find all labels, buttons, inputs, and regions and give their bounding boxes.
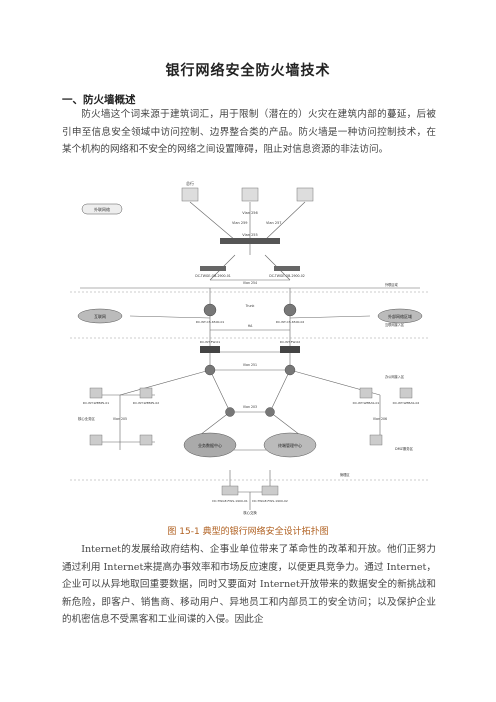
svg-text:Vlan 205: Vlan 205: [113, 417, 127, 421]
svg-text:DC-WT-FW-01: DC-WT-FW-01: [200, 340, 221, 344]
svg-text:DC-TWGE-OB-2900-02: DC-TWGE-OB-2900-02: [269, 274, 305, 278]
router-right: [274, 266, 300, 271]
svg-text:互联网: 互联网: [94, 313, 106, 319]
svg-text:DC-WT-WEBAS-01: DC-WT-WEBAS-01: [353, 401, 380, 405]
body-paragraph: Internet的发展给政府结构、企事业单位带来了革命性的改革和开放。他们正努力…: [62, 544, 436, 625]
svg-text:核心交换: 核心交换: [243, 510, 257, 515]
svg-text:HA: HA: [248, 324, 253, 328]
svg-text:DC-TWGE-OB-2900-01: DC-TWGE-OB-2900-01: [195, 274, 231, 278]
core-switch-left: [203, 303, 217, 317]
svg-text:Vlan 251: Vlan 251: [243, 363, 257, 367]
dist-switch-right: [284, 364, 296, 376]
svg-text:Trunk: Trunk: [245, 304, 255, 308]
intro-paragraph: 防火墙这个词来源于建筑词汇，用于限制（潜在的）火灾在建筑内部的蔓延，后被引申至信…: [62, 109, 436, 155]
top-node-group: 总行 Vlan 259 Vlan 256 Vlan 257: [181, 180, 314, 225]
svg-text:DC-TWGE-FWS-1900-01: DC-TWGE-FWS-1900-01: [212, 499, 248, 503]
svg-text:核心业务区: 核心业务区: [78, 416, 96, 421]
terminal-mgmt-center-oval: [263, 432, 317, 458]
right-oval: [377, 308, 423, 324]
svg-text:Vlan 203: Vlan 203: [243, 405, 257, 409]
svg-text:Vlan 206: Vlan 206: [373, 417, 387, 421]
svg-text:Vlan 257: Vlan 257: [266, 221, 282, 225]
svg-text:DC-WT-WEBPS-01: DC-WT-WEBPS-01: [83, 401, 109, 405]
core-router-top: [220, 238, 280, 244]
svg-text:DC-WT-WEBPS-02: DC-WT-WEBPS-02: [133, 401, 159, 405]
bottom-fw-right: [261, 485, 279, 496]
svg-text:业务数据中心: 业务数据中心: [198, 442, 222, 448]
router-left: [200, 266, 226, 271]
firewall-right: [280, 346, 300, 353]
network-topology-diagram: 总行 Vlan 259 Vlan 256 Vlan 257 外联网络 Vlan …: [70, 180, 430, 515]
svg-text:终端管理中心: 终端管理中心: [278, 442, 302, 448]
external-network-pill: [81, 203, 123, 215]
svg-text:互联网接入区: 互联网接入区: [385, 322, 405, 327]
svg-text:管理区: 管理区: [340, 472, 350, 477]
svg-text:外部网络区域: 外部网络区域: [388, 313, 412, 319]
svg-text:Vlan 256: Vlan 256: [242, 211, 258, 215]
right-server-group: DC-WT-WEBAS-01 DC-WT-WEBAS-02 Vlan 206 D…: [353, 387, 420, 451]
svg-text:外联区域: 外联区域: [385, 282, 399, 287]
bottom-fw-left: [221, 485, 239, 496]
svg-text:DC-WT-CS-6500-01: DC-WT-CS-6500-01: [196, 320, 225, 324]
svg-text:Vlan 259: Vlan 259: [232, 221, 248, 225]
firewall-left: [200, 346, 220, 353]
left-server-group: DC-WT-WEBPS-01 DC-WT-WEBPS-02 Vlan 205 核…: [78, 387, 159, 446]
svg-text:DC-WT-WEBAS-02: DC-WT-WEBAS-02: [393, 401, 420, 405]
section-heading: 一、防火墙概述: [62, 94, 136, 106]
top-node-label: 总行: [186, 180, 194, 186]
svg-text:DC-WT-FW-02: DC-WT-FW-02: [280, 340, 301, 344]
left-oval: [77, 308, 123, 324]
svg-text:Vlan 255: Vlan 255: [242, 233, 258, 237]
svg-text:外联网络: 外联网络: [94, 206, 110, 212]
core-switch-right: [283, 303, 297, 317]
svg-text:Vlan 254: Vlan 254: [243, 281, 257, 285]
document-title: 银行网络安全防火墙技术: [165, 63, 331, 79]
dist-switch-left: [204, 364, 216, 376]
figure-caption: 图 15-1 典型的银行网络安全设计拓扑图: [167, 527, 329, 537]
svg-text:办公网接入区: 办公网接入区: [385, 374, 405, 379]
business-data-center-oval: [183, 432, 237, 458]
svg-text:DMZ服务区: DMZ服务区: [395, 446, 414, 451]
svg-text:DC-TWGE-FWS-1900-02: DC-TWGE-FWS-1900-02: [252, 499, 288, 503]
svg-text:DC-WT-CS-6500-02: DC-WT-CS-6500-02: [276, 320, 305, 324]
